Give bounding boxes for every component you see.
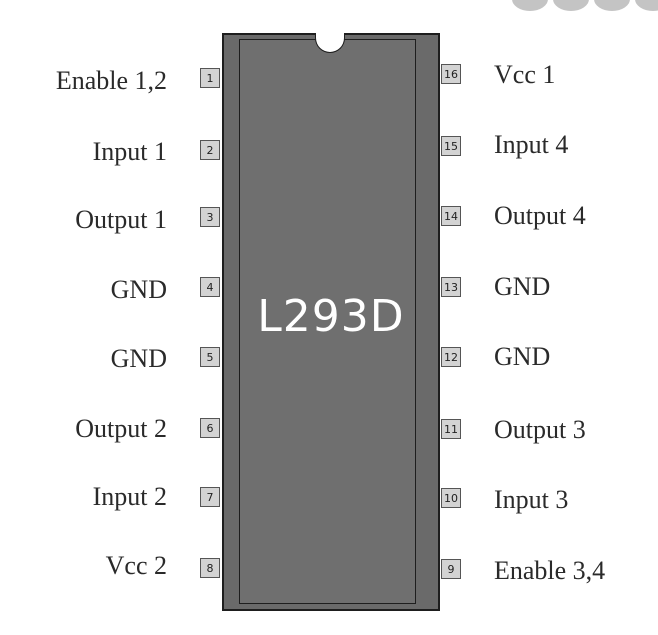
pin-label-14: Output 4 [494, 201, 586, 230]
pin-5: 5 [200, 347, 220, 367]
chip-body [222, 33, 440, 611]
pin-label-16: Vcc 1 [494, 60, 556, 89]
pin-label-4: GND [110, 275, 167, 304]
pin-8: 8 [200, 558, 220, 578]
pin-16: 16 [441, 64, 461, 84]
page-indicator-dot [635, 0, 658, 11]
page-indicator-dot [594, 0, 630, 11]
pin-2: 2 [200, 140, 220, 160]
pin-label-5: GND [110, 344, 167, 373]
pin-7: 7 [200, 487, 220, 507]
pin-label-7: Input 2 [92, 482, 167, 511]
pin-14: 14 [441, 206, 461, 226]
pin-label-8: Vcc 2 [105, 551, 167, 580]
pin-label-11: Output 3 [494, 415, 586, 444]
pin-15: 15 [441, 136, 461, 156]
pin-label-10: Input 3 [494, 485, 569, 514]
pin-6: 6 [200, 418, 220, 438]
pin-10: 10 [441, 488, 461, 508]
pin-12: 12 [441, 347, 461, 367]
pin-3: 3 [200, 207, 220, 227]
pin-11: 11 [441, 419, 461, 439]
pin-13: 13 [441, 277, 461, 297]
pin-label-6: Output 2 [75, 414, 167, 443]
pin-label-1: Enable 1,2 [55, 66, 167, 95]
pin-label-2: Input 1 [92, 137, 167, 166]
pin-label-12: GND [494, 342, 551, 371]
pin-label-3: Output 1 [75, 205, 167, 234]
chip-inner-outline [239, 39, 416, 604]
pin-9: 9 [441, 559, 461, 579]
pin-label-9: Enable 3,4 [494, 556, 606, 585]
pin-1: 1 [200, 68, 220, 88]
pin-4: 4 [200, 277, 220, 297]
page-indicator-dot [553, 0, 589, 11]
pin-label-15: Input 4 [494, 130, 569, 159]
pin-label-13: GND [494, 272, 551, 301]
chip-name: L293D [257, 291, 405, 342]
page-indicator-dot [512, 0, 548, 11]
